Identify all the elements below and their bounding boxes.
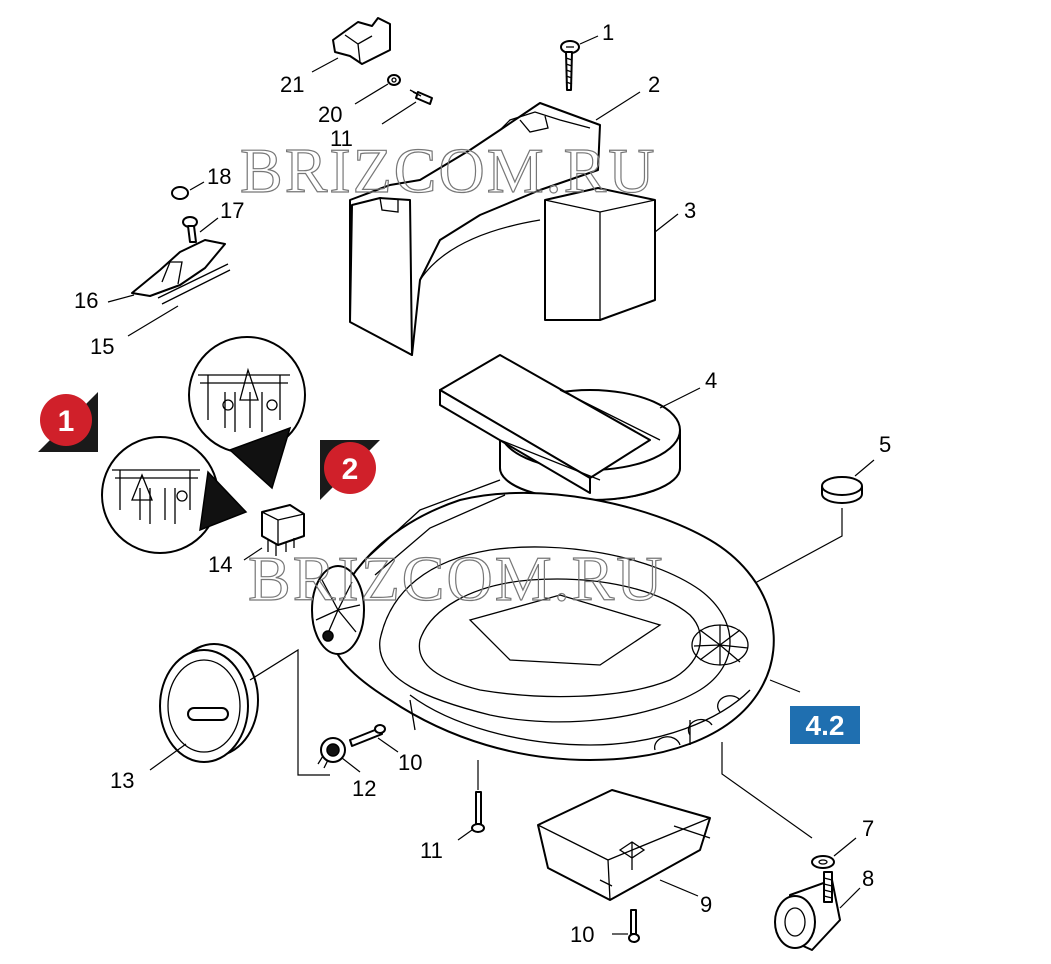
- part-17-screw: [182, 216, 198, 243]
- base-body: [311, 479, 775, 761]
- part-5-pad: [821, 476, 863, 504]
- detail-callout-2: [188, 336, 306, 490]
- label-1: 1: [602, 20, 614, 45]
- label-14: 14: [208, 552, 232, 577]
- label-17: 17: [220, 198, 244, 223]
- part-16-holder: [131, 239, 226, 297]
- part-1-screw: [560, 40, 580, 91]
- label-16: 16: [74, 288, 98, 313]
- label-4: 4: [705, 368, 717, 393]
- label-9: 9: [700, 892, 712, 917]
- label-7: 7: [862, 816, 874, 841]
- part-14-switch: [261, 504, 305, 556]
- label-11-top: 11: [330, 126, 353, 151]
- watermark-top: BRIZCOM.RU: [240, 135, 657, 206]
- label-10-bottom: 10: [570, 922, 594, 947]
- label-2: 2: [648, 72, 660, 97]
- label-5: 5: [879, 432, 891, 457]
- part-8-caster: [774, 871, 841, 951]
- label-10-middle: 10: [398, 750, 422, 775]
- label-21: 21: [280, 72, 304, 97]
- step-badge-1: 1: [38, 392, 98, 452]
- watermark-middle: BRIZCOM.RU: [248, 543, 665, 614]
- label-18: 18: [207, 164, 231, 189]
- part-11-screw-top: [409, 89, 433, 105]
- part-3-filter-block: [544, 187, 656, 321]
- section-label-4-2: 4.2: [788, 704, 862, 746]
- section-label-text: 4.2: [806, 710, 845, 741]
- part-18-cap: [171, 186, 189, 200]
- part-12-axle: [317, 737, 346, 769]
- label-8: 8: [862, 866, 874, 891]
- part-20-washer: [387, 74, 401, 86]
- step-badge-2: 2: [320, 440, 380, 500]
- label-13: 13: [110, 768, 134, 793]
- step-badge-1-text: 1: [58, 405, 75, 438]
- part-7-washer: [811, 855, 835, 869]
- part-15-strip: [157, 263, 231, 305]
- part-9-tray: [537, 789, 711, 901]
- step-badge-2-text: 2: [342, 453, 359, 486]
- label-11-bottom: 11: [420, 838, 443, 863]
- label-20: 20: [318, 102, 342, 127]
- part-11-screw-bottom: [471, 760, 485, 833]
- label-3: 3: [684, 198, 696, 223]
- part-21-clip: [332, 17, 391, 65]
- detail-callout-1: [101, 436, 248, 554]
- part-2-filter-housing: [349, 102, 601, 356]
- part-10-screw-bottom: [628, 909, 640, 943]
- part-10-screw-middle: [349, 724, 386, 747]
- label-15: 15: [90, 334, 114, 359]
- part-4-filter-disc: [439, 354, 681, 501]
- label-12: 12: [352, 776, 376, 801]
- part-13-wheel-cover: [159, 643, 259, 763]
